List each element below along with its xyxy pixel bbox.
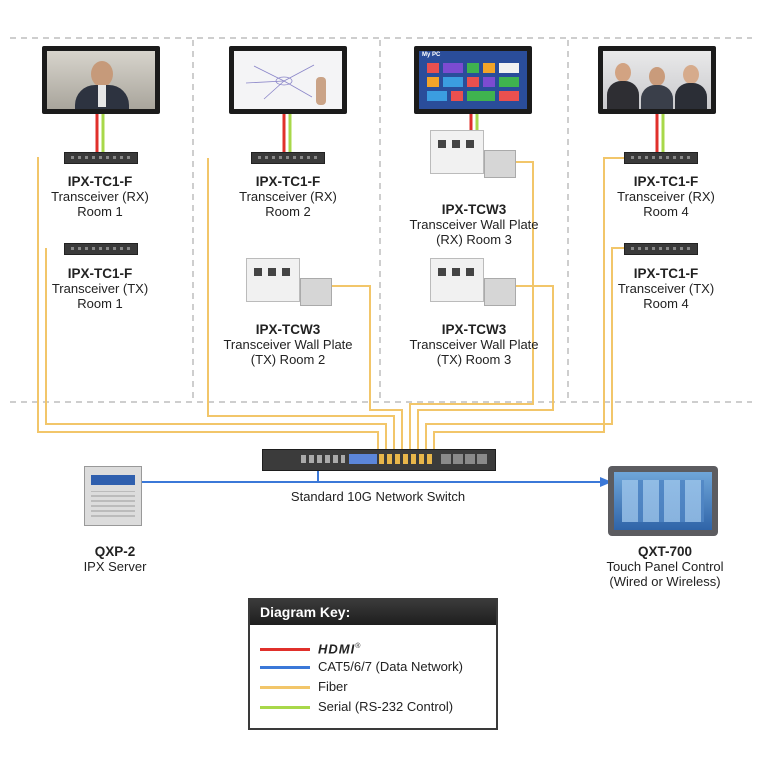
device-desc-2: (Wired or Wireless) — [609, 574, 721, 589]
model-name: IPX-TC1-F — [633, 174, 699, 189]
room4-tx-transceiver — [624, 243, 698, 255]
device-desc: Transceiver (TX) — [617, 281, 715, 296]
room1-rx-label: IPX-TC1-F Transceiver (RX) Room 1 — [20, 174, 180, 219]
hdmi-logo: HDMI — [318, 641, 356, 657]
device-desc: Transceiver (RX) — [617, 189, 715, 204]
room4-display — [598, 46, 716, 114]
network-switch — [262, 449, 496, 471]
device-desc: Touch Panel Control — [606, 559, 724, 574]
hdmi-swatch — [260, 648, 310, 652]
room1-display — [42, 46, 160, 114]
room3-tx-wallplate — [430, 258, 516, 308]
whiteboard-image — [234, 51, 342, 109]
device-desc: Transceiver (RX) — [51, 189, 149, 204]
data-network-link — [140, 470, 612, 487]
model-name: IPX-TCW3 — [441, 322, 507, 337]
key-row-hdmi: HDMI® — [260, 638, 360, 656]
device-room: (RX) Room 3 — [436, 232, 512, 247]
device-room: Room 1 — [77, 204, 123, 219]
room4-rx-transceiver — [624, 152, 698, 164]
device-room: (TX) Room 2 — [250, 352, 326, 367]
serial-label: Serial (RS-232 Control) — [318, 699, 454, 714]
fiber-lines — [37, 157, 626, 450]
model-name: IPX-TC1-F — [67, 266, 133, 281]
fiber-label: Fiber — [318, 679, 348, 694]
device-desc: Transceiver Wall Plate — [223, 337, 353, 352]
room3-tx-label: IPX-TCW3 Transceiver Wall Plate (TX) Roo… — [386, 322, 562, 367]
model-name: IPX-TCW3 — [441, 202, 507, 217]
key-row-data: CAT5/6/7 (Data Network) — [260, 658, 463, 676]
key-row-fiber: Fiber — [260, 678, 348, 696]
device-room: Room 2 — [265, 204, 311, 219]
data-swatch — [260, 666, 310, 670]
device-desc: IPX Server — [83, 559, 147, 574]
device-desc: Transceiver Wall Plate — [409, 217, 539, 232]
arrow-head-icon — [600, 477, 612, 487]
device-room: Room 4 — [643, 296, 689, 311]
presenter-image — [47, 51, 155, 109]
room3-rx-label: IPX-TCW3 Transceiver Wall Plate (RX) Roo… — [386, 202, 562, 247]
hdmi-trademark: ® — [355, 643, 361, 650]
room4-tx-label: IPX-TC1-F Transceiver (TX) Room 4 — [586, 266, 746, 311]
switch-name: Standard 10G Network Switch — [290, 489, 466, 504]
device-room: Room 1 — [77, 296, 123, 311]
room2-display — [229, 46, 347, 114]
meeting-image — [603, 51, 711, 109]
diagram-key: Diagram Key: HDMI® CAT5/6/7 (Data Networ… — [248, 598, 498, 730]
device-desc: Transceiver (RX) — [239, 189, 337, 204]
model-name: IPX-TC1-F — [67, 174, 133, 189]
room1-tx-transceiver — [64, 243, 138, 255]
device-room: Room 4 — [643, 204, 689, 219]
room2-rx-label: IPX-TC1-F Transceiver (RX) Room 2 — [208, 174, 368, 219]
room2-rx-transceiver — [251, 152, 325, 164]
desktop-image: My PC — [419, 51, 527, 109]
room2-tx-wallplate — [246, 258, 332, 308]
room3-display: My PC — [414, 46, 532, 114]
device-room: (TX) Room 3 — [436, 352, 512, 367]
room1-tx-label: IPX-TC1-F Transceiver (TX) Room 1 — [20, 266, 180, 311]
switch-label: Standard 10G Network Switch — [240, 489, 516, 504]
fiber-swatch — [260, 686, 310, 690]
serial-swatch — [260, 706, 310, 710]
touch-panel-label: QXT-700 Touch Panel Control (Wired or Wi… — [580, 544, 750, 589]
screen-title: My PC — [422, 52, 441, 58]
model-name: IPX-TC1-F — [633, 266, 699, 281]
key-title: Diagram Key: — [250, 600, 496, 625]
model-name: IPX-TCW3 — [255, 322, 321, 337]
model-name: QXP-2 — [94, 544, 136, 559]
model-name: IPX-TC1-F — [255, 174, 321, 189]
room1-rx-transceiver — [64, 152, 138, 164]
key-row-serial: Serial (RS-232 Control) — [260, 698, 453, 716]
model-name: QXT-700 — [637, 544, 693, 559]
room2-tx-label: IPX-TCW3 Transceiver Wall Plate (TX) Roo… — [200, 322, 376, 367]
room3-rx-wallplate — [430, 130, 516, 180]
qxt700-touch-panel — [608, 466, 718, 536]
room4-rx-label: IPX-TC1-F Transceiver (RX) Room 4 — [586, 174, 746, 219]
device-desc: Transceiver (TX) — [51, 281, 149, 296]
data-label: CAT5/6/7 (Data Network) — [318, 659, 463, 674]
qxp2-server — [84, 466, 142, 526]
device-desc: Transceiver Wall Plate — [409, 337, 539, 352]
server-label: QXP-2 IPX Server — [40, 544, 190, 574]
